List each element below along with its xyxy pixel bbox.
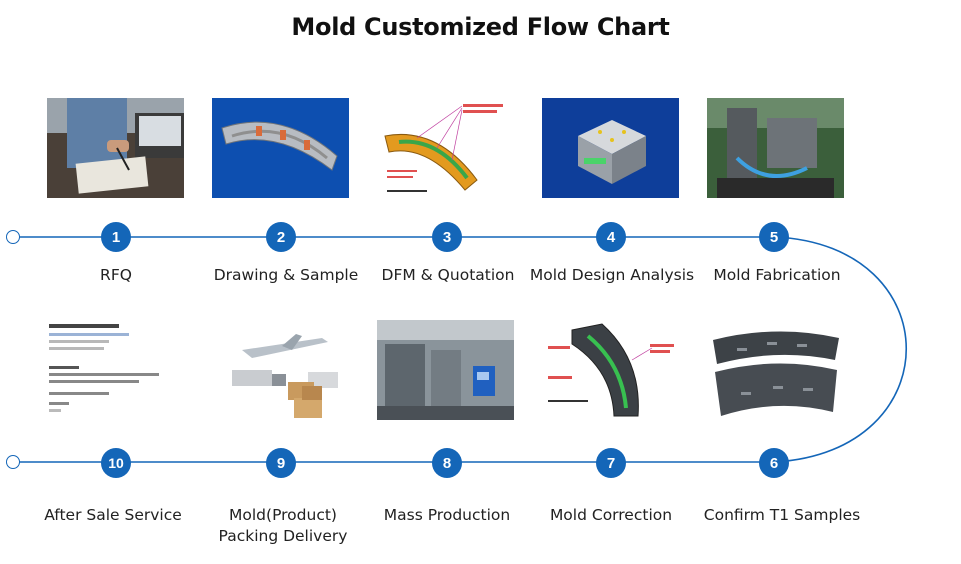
step-2-image bbox=[212, 98, 349, 198]
step-4-label: Mold Design Analysis bbox=[529, 266, 695, 284]
step-8-node: 8 bbox=[432, 448, 462, 478]
step-9-node: 9 bbox=[266, 448, 296, 478]
step-9-image bbox=[212, 320, 349, 420]
return-curve bbox=[774, 236, 908, 463]
step-1-label: RFQ bbox=[100, 266, 132, 284]
step-5-image bbox=[707, 98, 844, 198]
step-5-node: 5 bbox=[759, 222, 789, 252]
step-1-image bbox=[47, 98, 184, 198]
step-5-label: Mold Fabrication bbox=[713, 266, 841, 284]
step-3-node: 3 bbox=[432, 222, 462, 252]
step-10-image bbox=[47, 320, 184, 420]
step-9-label: Mold(Product) Packing Delivery bbox=[218, 506, 348, 545]
step-10-node: 10 bbox=[101, 448, 131, 478]
step-4-node: 4 bbox=[596, 222, 626, 252]
top-start-dot bbox=[6, 230, 20, 244]
step-3-label: DFM & Quotation bbox=[381, 266, 515, 284]
step-2-node: 2 bbox=[266, 222, 296, 252]
step-6-node: 6 bbox=[759, 448, 789, 478]
step-7-label: Mold Correction bbox=[549, 506, 673, 524]
page-title: Mold Customized Flow Chart bbox=[291, 13, 670, 41]
step-2-label: Drawing & Sample bbox=[213, 266, 359, 284]
step-7-image bbox=[542, 320, 679, 420]
step-6-label: Confirm T1 Samples bbox=[703, 506, 861, 524]
step-8-label: Mass Production bbox=[383, 506, 511, 524]
step-1-node: 1 bbox=[101, 222, 131, 252]
step-10-label: After Sale Service bbox=[44, 506, 182, 524]
step-3-image bbox=[377, 98, 514, 198]
step-4-image bbox=[542, 98, 679, 198]
step-8-image bbox=[377, 320, 514, 420]
bottom-start-dot bbox=[6, 455, 20, 469]
step-7-node: 7 bbox=[596, 448, 626, 478]
step-6-image bbox=[707, 320, 844, 420]
